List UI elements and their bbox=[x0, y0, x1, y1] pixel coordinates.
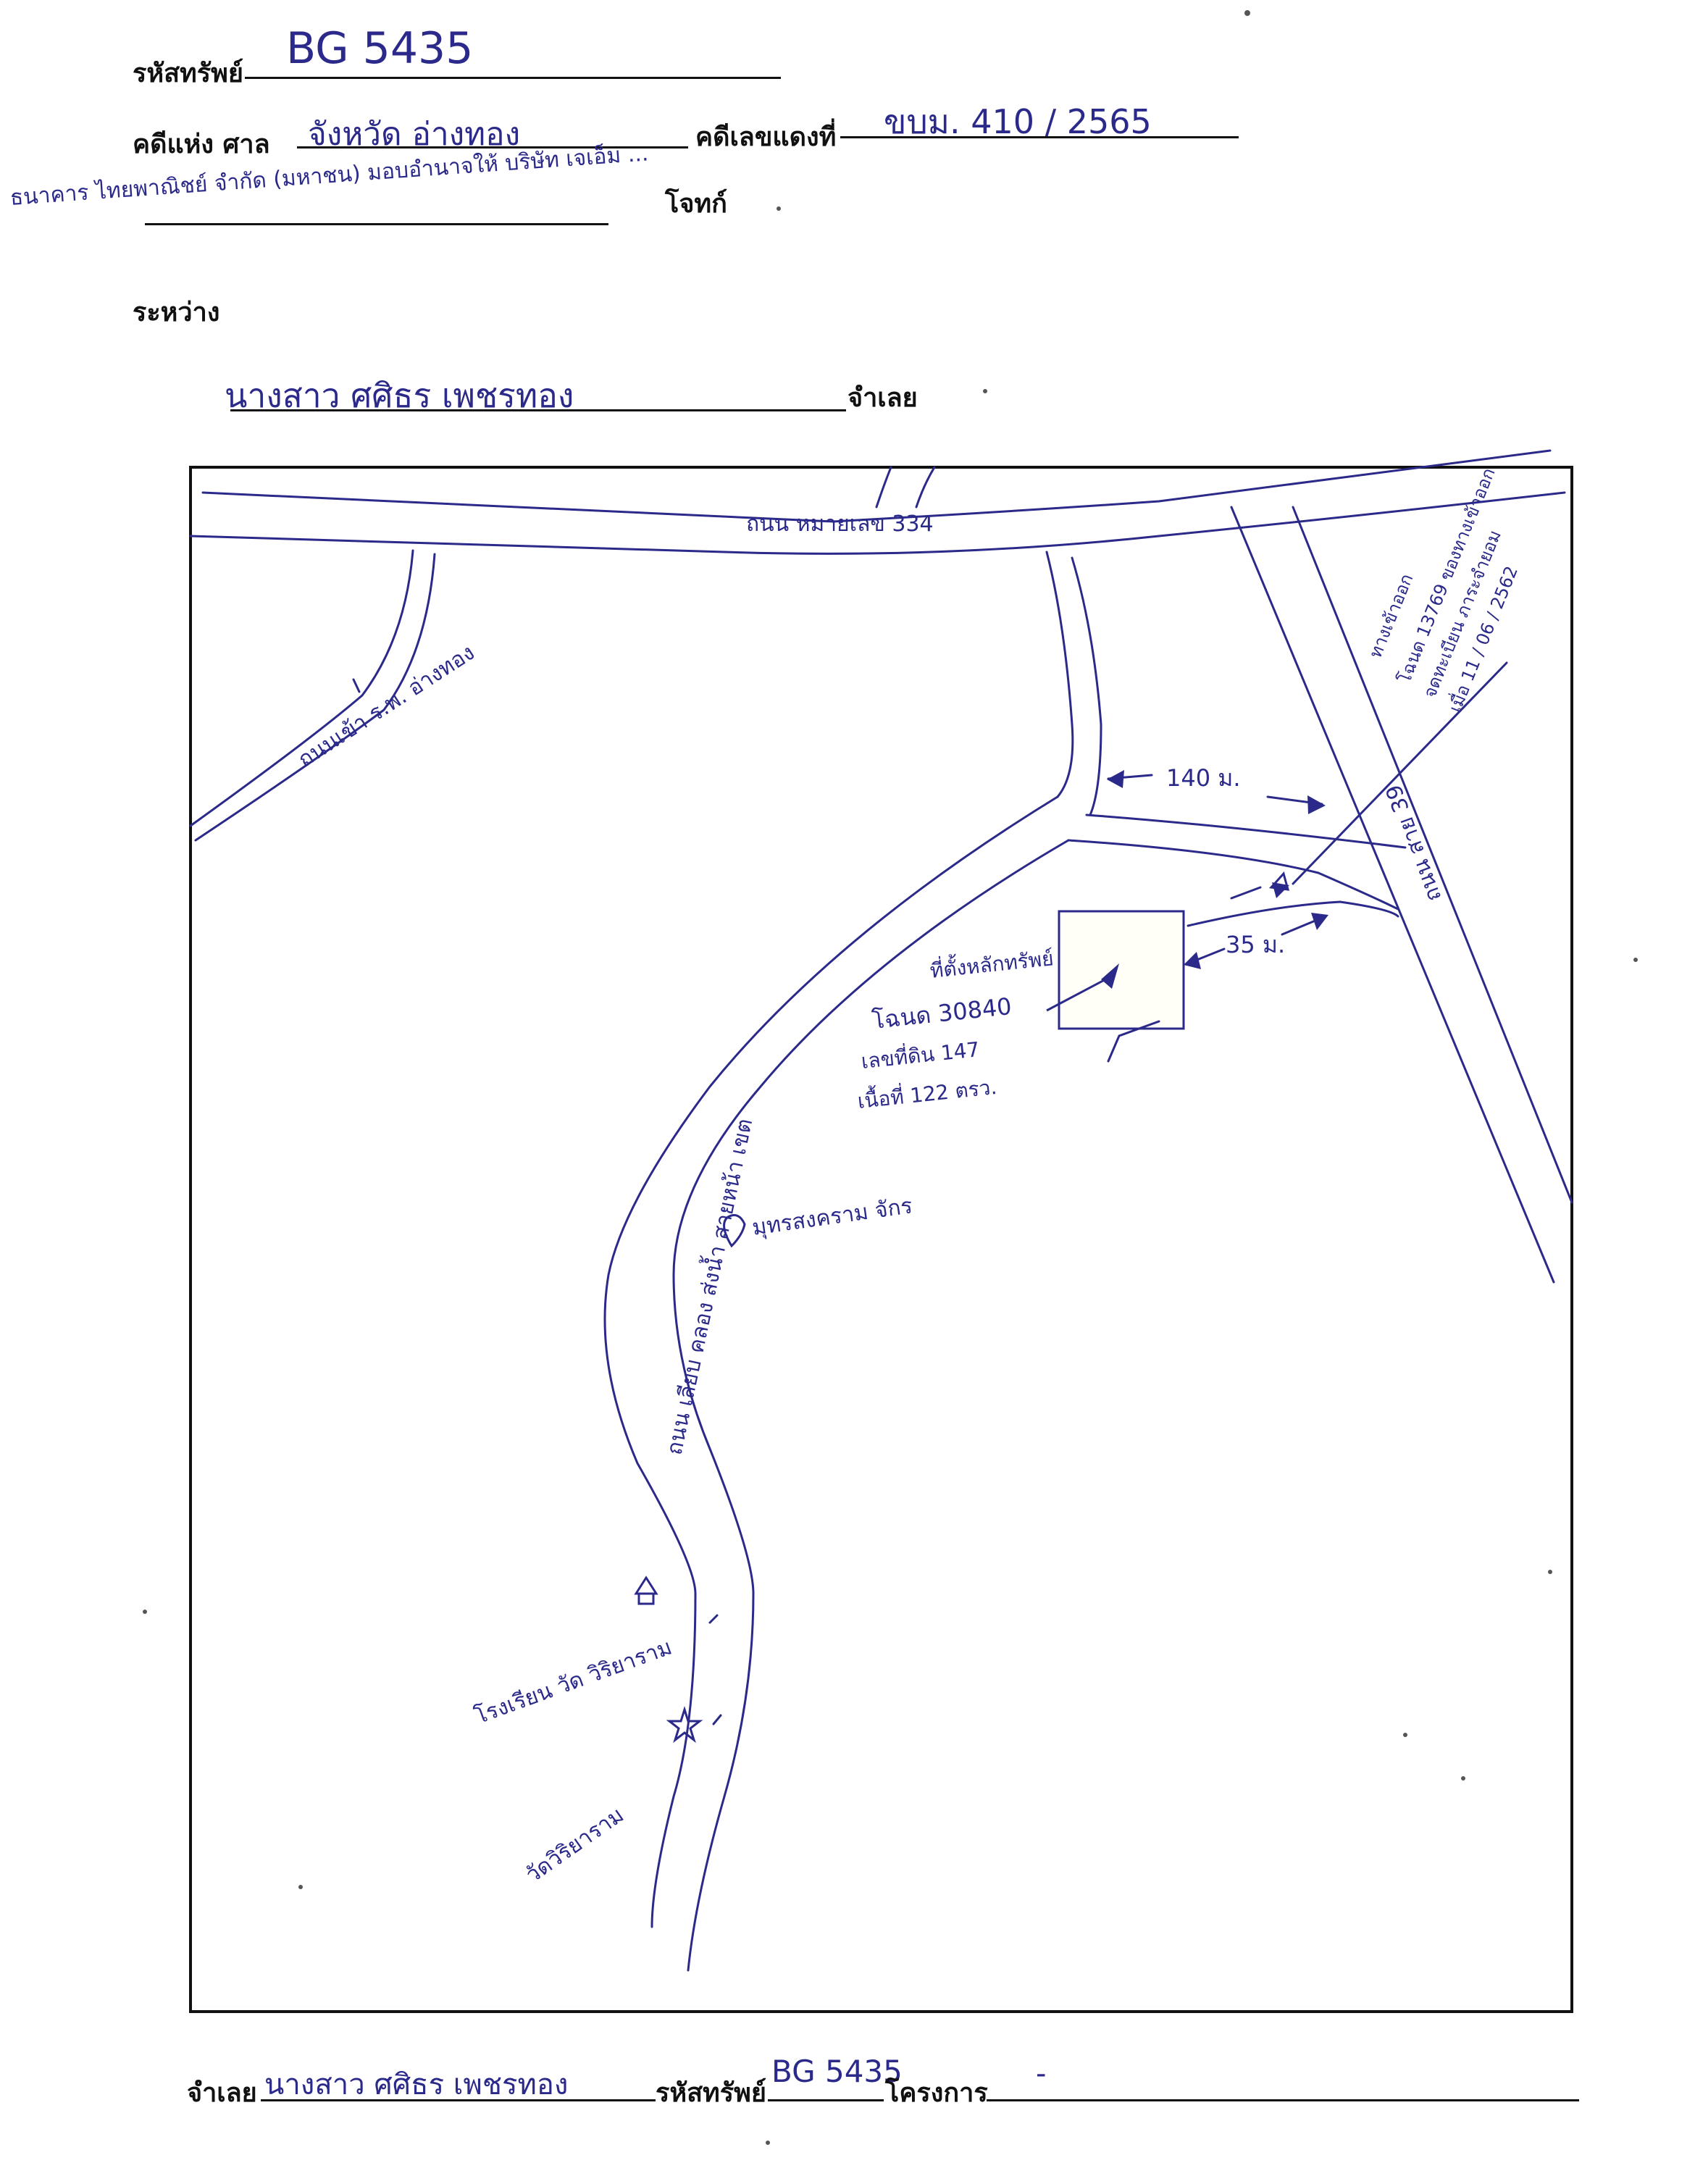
scan-speck bbox=[1633, 958, 1638, 962]
asset-code-underline bbox=[245, 77, 781, 79]
branch-road-lower-edge bbox=[1067, 839, 1399, 911]
frontage-arrow-line bbox=[1230, 886, 1262, 900]
property-line-2: โฉนด 30840 bbox=[871, 992, 1013, 1034]
scan-speck bbox=[1461, 1776, 1465, 1781]
footer-defendant-label: จำเลย bbox=[187, 2078, 257, 2108]
scan-speck bbox=[766, 2141, 770, 2145]
road-39-left-edge bbox=[1230, 506, 1555, 1284]
dim-140-left-arrowhead bbox=[1107, 770, 1124, 788]
defendant-value: นางสาว ศศิธร เพชรทอง bbox=[225, 376, 574, 415]
footer-project-value: - bbox=[1036, 2057, 1047, 2091]
footer-defendant-underline bbox=[261, 2099, 656, 2101]
scan-speck bbox=[777, 206, 781, 211]
scan-speck bbox=[298, 1885, 303, 1889]
scan-speck bbox=[1403, 1733, 1407, 1737]
property-line-1: ที่ตั้งหลักทรัพย์ bbox=[929, 943, 1055, 983]
main-road-label: ถนน หมายเลข 334 bbox=[746, 511, 934, 537]
top-left-road-label: ถนนเข้า ร.พ. อ่างทอง bbox=[293, 640, 479, 772]
landmark-pin-icon bbox=[723, 1214, 746, 1248]
between-label: ระหว่าง bbox=[133, 297, 220, 327]
landmark-pin-label: มุทรสงคราม จักร bbox=[750, 1193, 914, 1242]
dim-35-right-arrowhead bbox=[1311, 913, 1328, 930]
temple-label: วัดวิริยาราม bbox=[522, 1802, 629, 1888]
defendant-underline bbox=[230, 409, 846, 411]
plaintiff-underline bbox=[145, 223, 608, 225]
road-tick bbox=[712, 1714, 722, 1725]
right-road-label: ถนน สาย 39 bbox=[1381, 781, 1447, 905]
note-leader-line bbox=[1292, 661, 1508, 885]
access-road-right-edge bbox=[672, 839, 1070, 1972]
asset-code-label: รหัสทรัพย์ bbox=[133, 58, 243, 88]
school-icon bbox=[634, 1576, 658, 1605]
footer-project-underline bbox=[987, 2099, 1579, 2101]
footer-asset-code-value: BG 5435 bbox=[771, 2054, 903, 2089]
property-line-3: เลขที่ดิน 147 bbox=[860, 1035, 981, 1074]
main-road-lower-edge bbox=[189, 491, 1566, 555]
footer-asset-code-label: รหัสทรัพย์ bbox=[656, 2078, 766, 2108]
road-tick bbox=[352, 678, 361, 693]
footer-project-label: โครงการ bbox=[885, 2078, 988, 2108]
map-frame bbox=[189, 466, 1573, 2013]
footer-defendant-value: นางสาว ศศิธร เพชรทอง bbox=[264, 2068, 569, 2101]
scan-speck bbox=[1548, 1570, 1552, 1574]
parcel-pointer-arrow bbox=[1046, 976, 1109, 1012]
case-number-value: ขบม. 410 / 2565 bbox=[884, 102, 1152, 141]
side-road-left-edge bbox=[1045, 551, 1074, 798]
court-label: คดีแห่ง ศาล bbox=[133, 129, 270, 159]
case-number-label: คดีเลขแดงที่ bbox=[695, 122, 837, 152]
property-parcel bbox=[1058, 910, 1185, 1030]
dim-140-right-arrowhead bbox=[1307, 795, 1326, 814]
main-road-junction bbox=[875, 466, 936, 509]
scan-speck bbox=[143, 1610, 147, 1614]
parcel-pointer bbox=[1107, 1020, 1160, 1063]
property-line-4: เนื้อที่ 122 ตรว. bbox=[856, 1072, 998, 1113]
main-road-upper-edge bbox=[201, 449, 1552, 523]
case-number-underline bbox=[840, 136, 1239, 138]
distance-top-label: 140 ม. bbox=[1166, 764, 1241, 792]
frontage-arrowhead bbox=[1272, 882, 1289, 898]
school-label: โรงเรียน วัด วิริยาราม bbox=[471, 1634, 675, 1730]
scan-speck bbox=[983, 389, 987, 393]
top-left-road-edge-b bbox=[194, 553, 436, 842]
frontage-road-edge bbox=[1186, 900, 1399, 927]
top-left-road-edge-a bbox=[189, 549, 414, 827]
plaintiff-label: โจทก์ bbox=[665, 188, 727, 219]
parcel-pointer-arrowhead bbox=[1101, 963, 1119, 989]
access-road-left-edge bbox=[603, 795, 1059, 1928]
distance-side-label: 35 ม. bbox=[1226, 931, 1285, 958]
branch-road-upper-edge bbox=[1085, 813, 1407, 849]
asset-code-value: BG 5435 bbox=[286, 23, 474, 74]
scan-speck bbox=[1244, 10, 1250, 16]
defendant-label: จำเลย bbox=[848, 382, 918, 413]
dim-35-left-arrowhead bbox=[1184, 952, 1201, 969]
footer-asset-code-underline bbox=[768, 2099, 884, 2101]
temple-icon bbox=[666, 1705, 703, 1744]
road-39-right-edge bbox=[1292, 506, 1573, 1204]
court-underline bbox=[297, 146, 688, 148]
road-tick bbox=[708, 1614, 719, 1624]
side-road-right-edge bbox=[1071, 556, 1102, 816]
